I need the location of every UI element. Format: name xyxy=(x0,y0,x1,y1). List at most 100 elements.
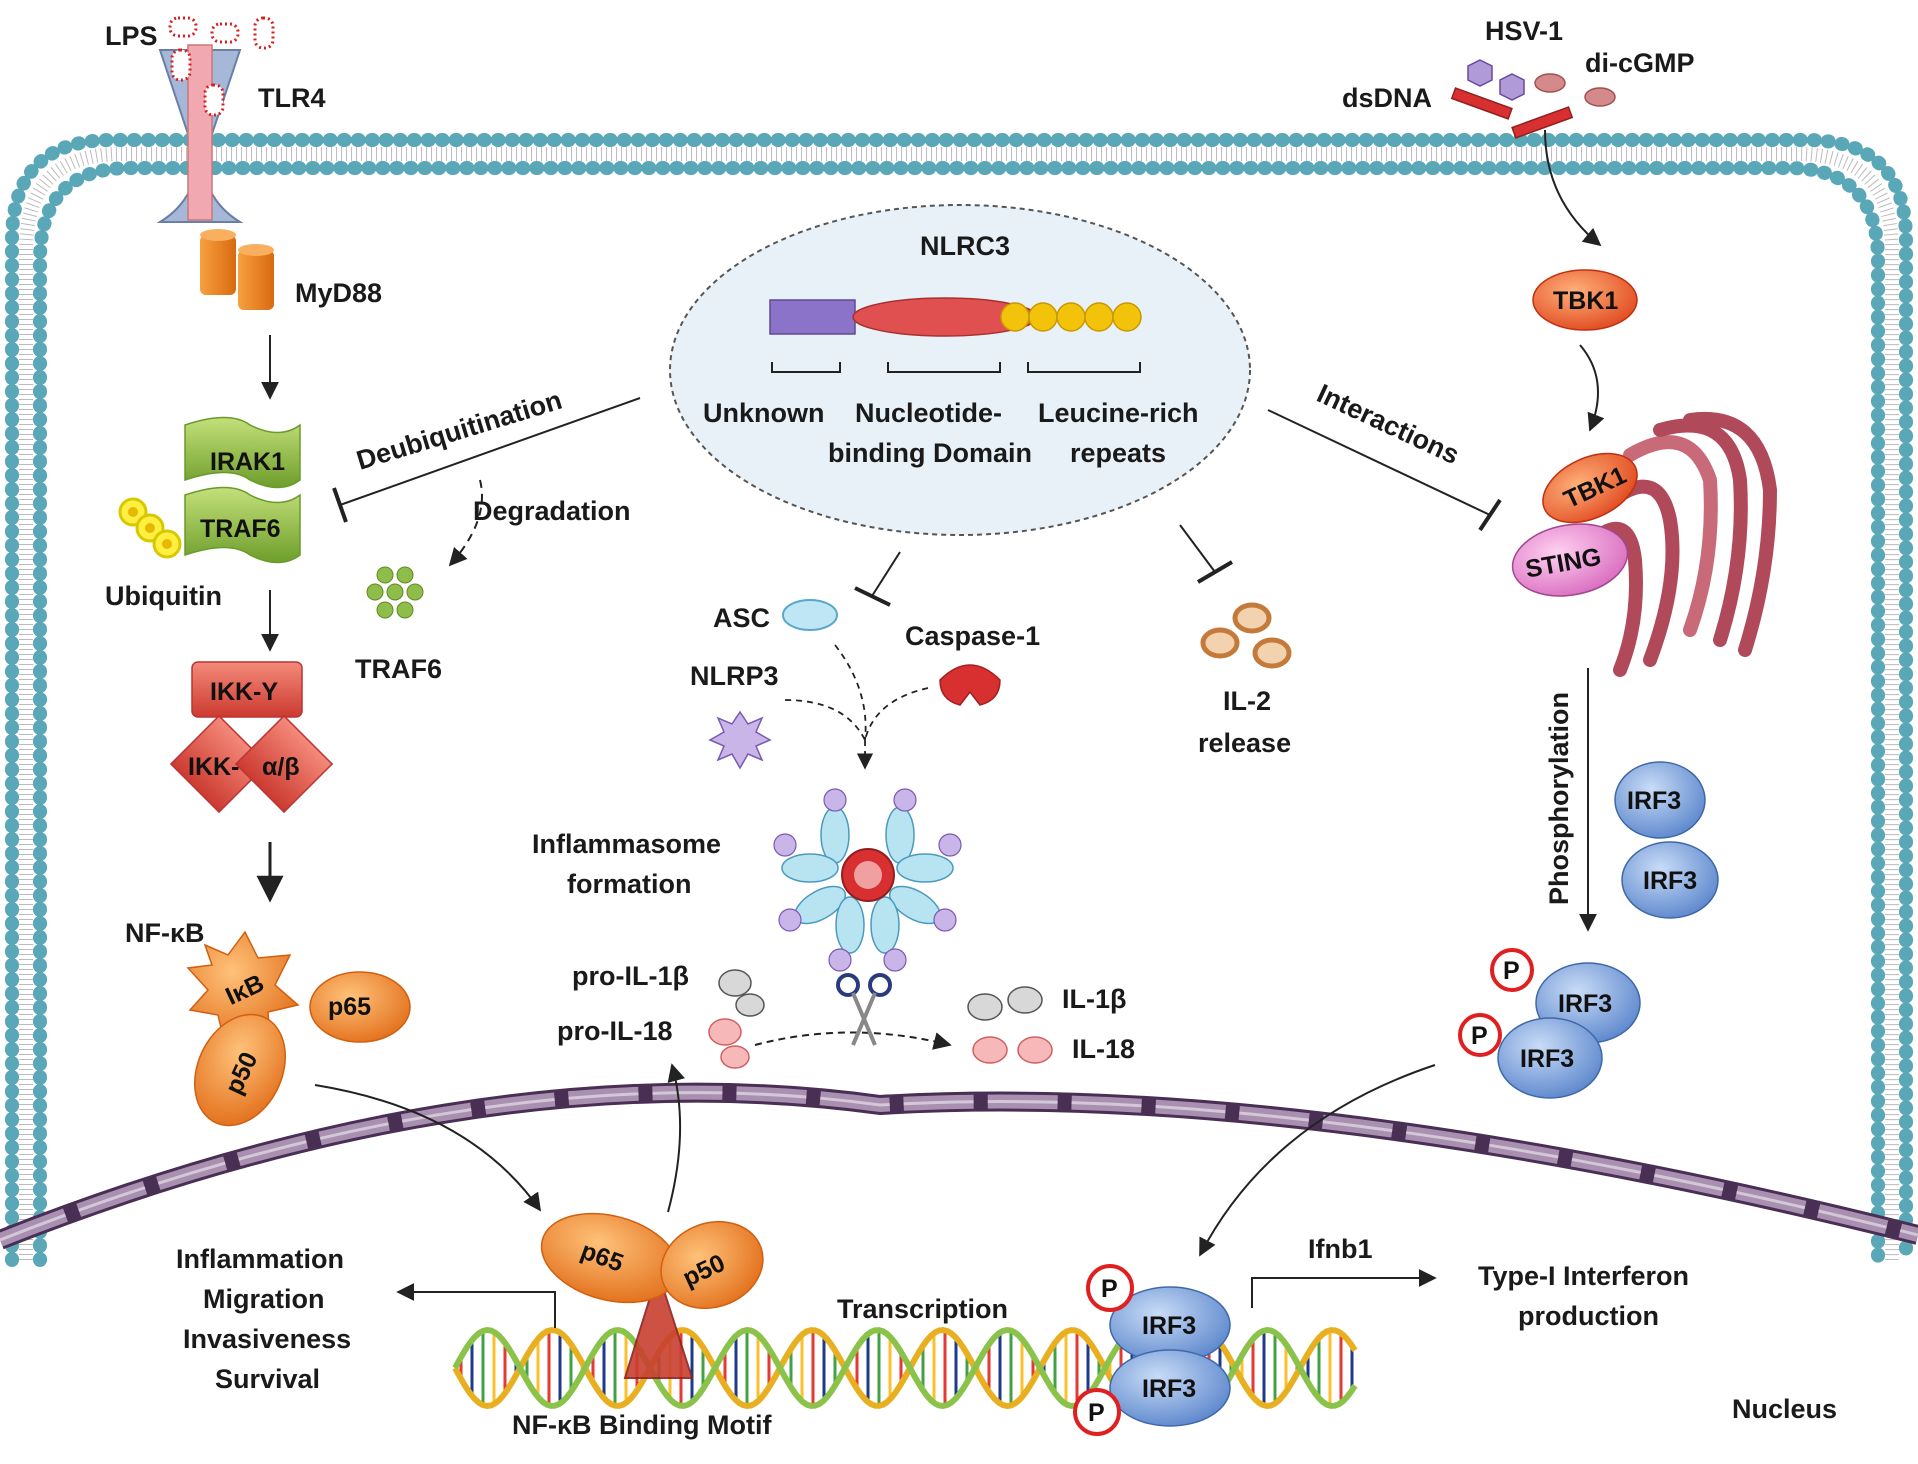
asc-protein xyxy=(782,599,838,631)
nuclear-phospho-marker-2 xyxy=(1073,1388,1121,1436)
degradation-label: Degradation xyxy=(473,496,631,526)
domain-unknown-label: Unknown xyxy=(703,398,825,428)
nuclear-irf3-label-2: IRF3 xyxy=(1142,1375,1196,1403)
nuclear-irf3-protein-2 xyxy=(1109,1349,1231,1427)
il2-label-1: IL-2 xyxy=(1223,686,1271,716)
nlrp3-protein xyxy=(708,710,772,770)
degraded-traf6-particles xyxy=(366,566,424,619)
irf3-p1-label: IRF3 xyxy=(1558,990,1612,1018)
cell-membrane xyxy=(5,133,1913,1267)
sting-protein xyxy=(1511,523,1629,597)
ikk-ab-label: α/β xyxy=(262,753,300,781)
nuclear-phospho-marker-1 xyxy=(1086,1264,1134,1312)
il2-inhibit-line xyxy=(1179,524,1216,573)
nuclear-phospho-label-2: P xyxy=(1088,1399,1105,1427)
p65-protein xyxy=(309,971,411,1043)
phospho-marker-2 xyxy=(1458,1013,1502,1057)
asc-label: ASC xyxy=(713,603,770,633)
irak1-label: IRAK1 xyxy=(210,448,285,476)
ubiquitin-label: Ubiquitin xyxy=(105,581,222,611)
arrow-dna-tbk1 xyxy=(1544,129,1602,247)
inflammasome-label-1: Inflammasome xyxy=(532,829,721,859)
tbk1-protein-top xyxy=(1532,269,1638,331)
hsv1-virus xyxy=(1467,59,1525,101)
transcription-label: Transcription xyxy=(837,1294,1008,1324)
phosphorylation-label: Phosphorylation xyxy=(1544,692,1574,905)
pro-il1b-label: pro-IL-1β xyxy=(572,961,689,991)
nlrp3-label: NLRP3 xyxy=(690,661,779,691)
outcome-inflammation: Inflammation xyxy=(176,1244,344,1274)
deubiquitination-inhibit-line xyxy=(339,397,641,506)
ikk-beta-diamond xyxy=(234,714,334,814)
p65-label: p65 xyxy=(328,993,371,1021)
myd88-label: MyD88 xyxy=(295,278,382,308)
irak1-box xyxy=(184,416,301,489)
ikk-gamma-label: IKK-Υ xyxy=(210,678,278,706)
tbk1-top-label: TBK1 xyxy=(1553,287,1618,315)
irf3-p2-label: IRF3 xyxy=(1520,1045,1574,1073)
dsdna-fragments xyxy=(1450,87,1574,139)
interactions-inhibit-line xyxy=(1267,409,1491,516)
tbk1-protein-er xyxy=(1542,452,1638,524)
di-cgmp-label: di-cGMP xyxy=(1585,48,1695,78)
lps-particles xyxy=(168,16,275,117)
irf3-protein-b xyxy=(1621,841,1719,919)
nfkb-motif-label: NF-κB Binding Motif xyxy=(512,1410,772,1440)
inflammasome-label-2: formation xyxy=(567,869,692,899)
outcome-survival: Survival xyxy=(215,1364,320,1394)
inflammasome-inhibit-line xyxy=(871,551,901,597)
caspase1-label: Caspase-1 xyxy=(905,621,1040,651)
interactions-label: Interactions xyxy=(1312,378,1463,470)
leucine-rich-repeats xyxy=(1000,302,1142,332)
traf6-box xyxy=(184,486,301,564)
type1-ifn-label-1: Type-I Interferon xyxy=(1478,1261,1689,1291)
ikk-gamma-box xyxy=(191,661,303,718)
lps-label: LPS xyxy=(105,21,158,51)
phospho-marker-2-label: P xyxy=(1471,1022,1488,1050)
nfkb-binding-motif-marker xyxy=(623,1268,694,1379)
nuclear-p50-protein xyxy=(660,1220,764,1310)
il2-label-2: release xyxy=(1198,728,1291,758)
irf3-a-label: IRF3 xyxy=(1627,787,1681,815)
outcome-migration: Migration xyxy=(203,1284,325,1314)
nlrc3-title: NLRC3 xyxy=(920,231,1010,261)
traf6-label: TRAF6 xyxy=(200,515,281,543)
myd88-protein xyxy=(200,229,274,310)
scissors-icon xyxy=(836,973,892,1046)
unknown-domain xyxy=(769,299,856,335)
il1b-protein xyxy=(967,986,1043,1021)
outcome-invasiveness: Invasiveness xyxy=(183,1324,351,1354)
domain-nucleotide-label-1: Nucleotide- xyxy=(855,398,1002,428)
phospho-marker-1 xyxy=(1490,948,1534,992)
endoplasmic-reticulum xyxy=(1593,411,1778,677)
inflammasome-complex xyxy=(773,788,962,972)
domain-lrr-label-2: repeats xyxy=(1070,438,1166,468)
tlr4-label: TLR4 xyxy=(258,83,326,113)
arrow-ifnb1 xyxy=(1251,1269,1437,1308)
arrow-nucleus-proil xyxy=(667,1063,685,1213)
nucleus-label: Nucleus xyxy=(1732,1394,1837,1424)
irf3-phospho-2 xyxy=(1497,1017,1603,1099)
caspase1-protein xyxy=(939,664,1001,706)
nuclear-phospho-label-1: P xyxy=(1101,1275,1118,1303)
pro-il18-protein xyxy=(708,1018,750,1069)
pro-il18-label: pro-IL-18 xyxy=(557,1016,673,1046)
nfkb-label: NF-κB xyxy=(125,918,205,948)
ubiquitin-chain xyxy=(118,497,182,559)
traf6-degraded-label: TRAF6 xyxy=(355,654,442,684)
il18-label: IL-18 xyxy=(1072,1034,1135,1064)
domain-lrr-label-1: Leucine-rich xyxy=(1038,398,1199,428)
arrow-irf3-nucleus xyxy=(1199,1064,1436,1257)
arrow-nfkb-nucleus xyxy=(314,1084,542,1212)
ikk-prefix-label: IKK- xyxy=(188,753,239,781)
p50-protein xyxy=(193,1013,287,1127)
phospho-marker-1-label: P xyxy=(1503,957,1520,985)
irf3-protein-a xyxy=(1614,761,1706,839)
ifnb1-label: Ifnb1 xyxy=(1308,1234,1373,1264)
dsdna-label: dsDNA xyxy=(1342,83,1432,113)
arrow-outcomes xyxy=(396,1283,556,1328)
ikk-alpha-diamond xyxy=(169,714,269,814)
nlrc3-domain-panel xyxy=(669,204,1251,536)
hsv1-label: HSV-1 xyxy=(1485,16,1563,46)
